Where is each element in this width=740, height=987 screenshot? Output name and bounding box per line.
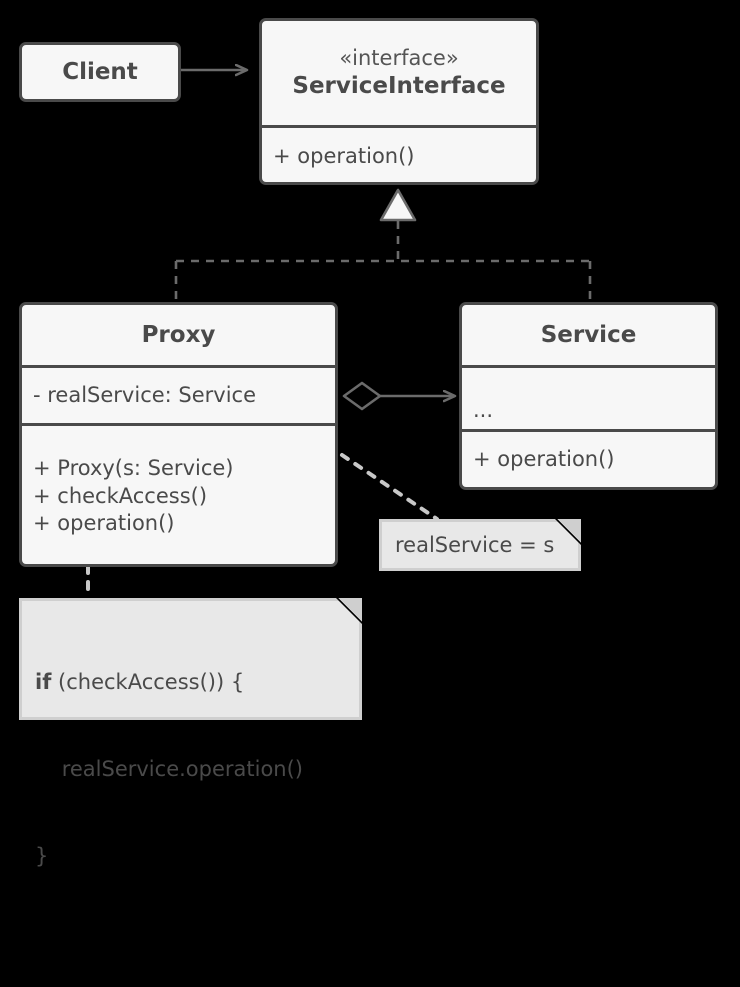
note-constructor-text: realService = s bbox=[395, 532, 555, 557]
class-proxy[interactable]: Proxy - realService: Service + Proxy(s: … bbox=[19, 302, 338, 567]
class-proxy-attributes: - realService: Service bbox=[22, 365, 335, 423]
aggregation-diamond-icon bbox=[342, 381, 455, 411]
class-proxy-operations: + Proxy(s: Service) + checkAccess() + op… bbox=[22, 423, 335, 564]
note-operation-line-3: } bbox=[35, 843, 49, 868]
note-operation-line-2: realService.operation() bbox=[35, 756, 303, 781]
class-client-name: Client bbox=[62, 58, 138, 85]
generalization-triangle-icon bbox=[174, 188, 592, 303]
note-operation-keyword: if bbox=[35, 669, 52, 694]
class-serviceinterface[interactable]: «interface» ServiceInterface + operation… bbox=[259, 18, 539, 185]
uml-class-diagram: ServiceInterface : association with open… bbox=[19, 18, 718, 868]
note-operation-line-1: if (checkAccess()) { bbox=[35, 668, 347, 697]
class-serviceinterface-header: «interface» ServiceInterface bbox=[262, 21, 536, 125]
class-service-name: Service bbox=[540, 321, 637, 348]
note-fold-inner-icon bbox=[338, 598, 362, 622]
class-proxy-name: Proxy bbox=[141, 321, 216, 348]
class-serviceinterface-operations: + operation() bbox=[262, 125, 536, 182]
class-serviceinterface-stereotype: «interface» bbox=[339, 46, 459, 71]
class-service[interactable]: Service ... + operation() bbox=[459, 302, 718, 490]
note-link-constructor bbox=[340, 453, 439, 521]
note-operation-body[interactable]: if (checkAccess()) { realService.operati… bbox=[19, 598, 362, 868]
class-service-attributes: ... bbox=[462, 365, 715, 429]
note-fold-inner-icon bbox=[557, 519, 581, 543]
class-serviceinterface-name: ServiceInterface bbox=[292, 72, 506, 99]
class-client[interactable]: Client bbox=[19, 42, 181, 102]
note-operation-line-1-rest: (checkAccess()) { bbox=[51, 669, 245, 694]
class-service-operations: + operation() bbox=[462, 429, 715, 487]
note-constructor-body[interactable]: realService = s bbox=[379, 519, 581, 571]
